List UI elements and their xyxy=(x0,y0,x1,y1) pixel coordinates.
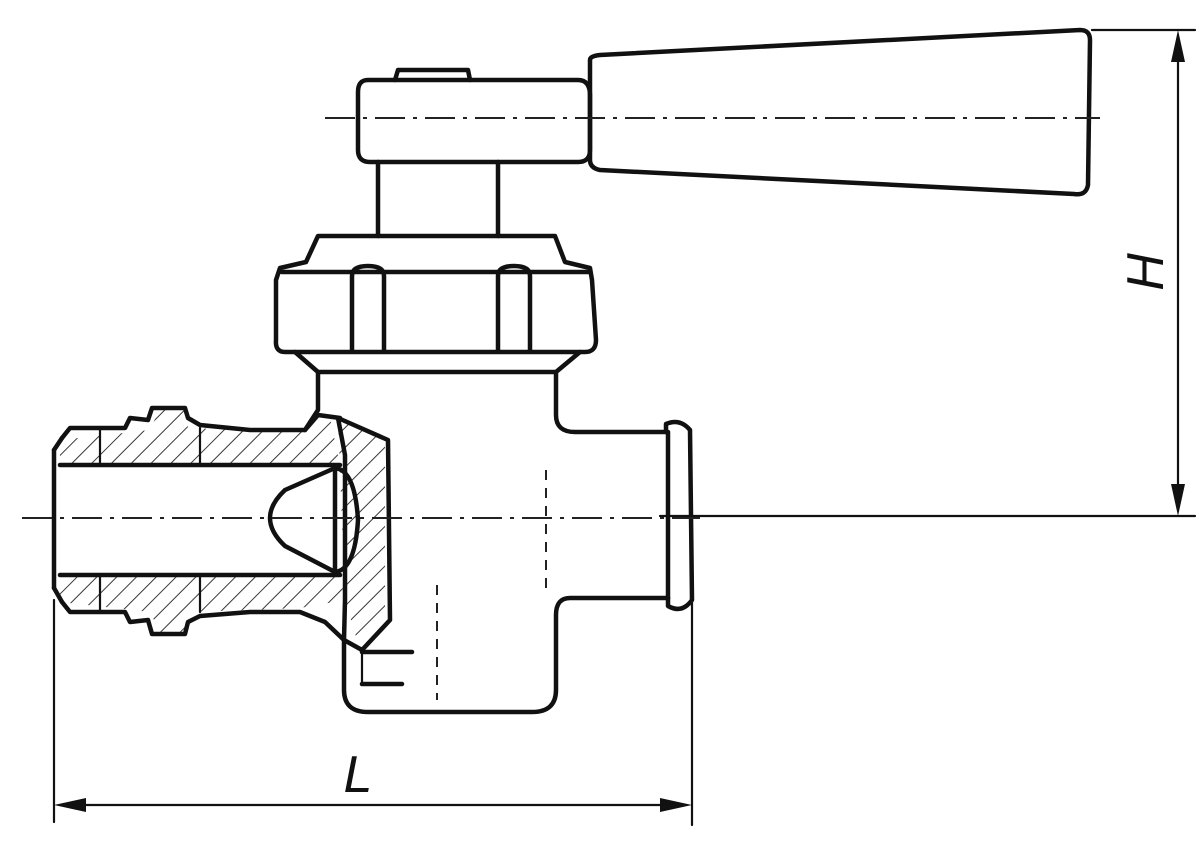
nut-pin-left xyxy=(349,263,387,353)
lever-grip xyxy=(587,27,1093,197)
nut-pin-right xyxy=(495,263,533,353)
threaded-inlet-section xyxy=(51,405,347,643)
dimension-l-label: L xyxy=(344,746,373,804)
valve-stem xyxy=(375,159,501,239)
dimension-l: L xyxy=(52,598,694,827)
conical-plug xyxy=(267,465,361,575)
lever-handle xyxy=(325,27,1100,197)
lever-hub xyxy=(355,77,593,165)
dimension-h-label: H xyxy=(1117,253,1175,291)
dimension-h: H xyxy=(658,28,1197,518)
bonnet-nut xyxy=(273,233,599,375)
valve-seat-section xyxy=(335,415,415,687)
lever-hub-nub xyxy=(392,67,473,83)
